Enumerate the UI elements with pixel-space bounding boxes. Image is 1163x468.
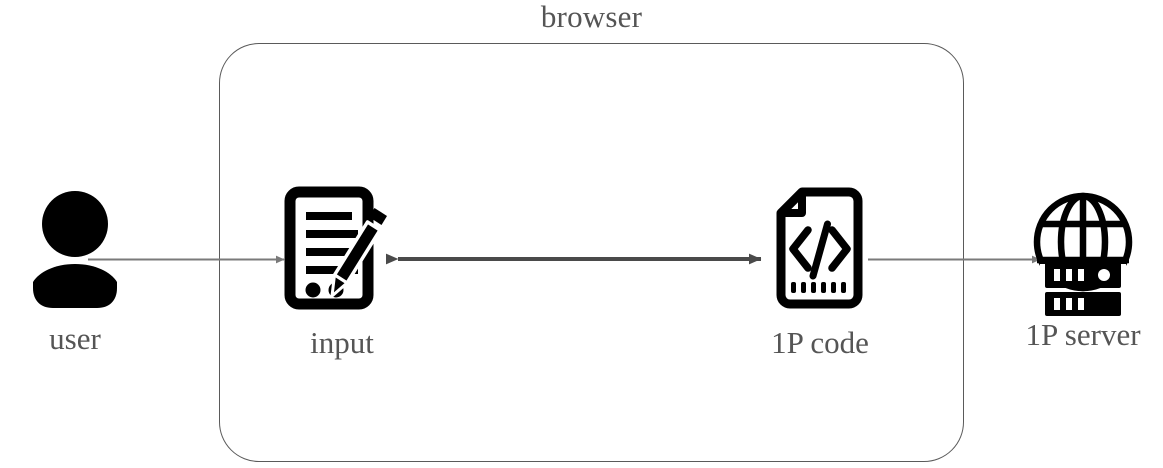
browser-boundary-box: [219, 43, 964, 462]
node-server[interactable]: 1P server: [1003, 176, 1163, 354]
globe-server-icon: [1003, 176, 1163, 316]
node-user[interactable]: user: [0, 188, 155, 358]
form-pencil-icon: [262, 186, 422, 316]
node-user-label: user: [49, 321, 101, 356]
node-input-label: input: [310, 325, 374, 360]
node-input[interactable]: input: [262, 186, 422, 362]
code-document-icon: [740, 186, 900, 316]
user-icon: [0, 188, 155, 310]
node-code-label: 1P code: [771, 325, 869, 360]
node-code[interactable]: 1P code: [740, 186, 900, 362]
node-server-label: 1P server: [1025, 317, 1141, 352]
browser-boundary-label: browser: [540, 0, 643, 34]
